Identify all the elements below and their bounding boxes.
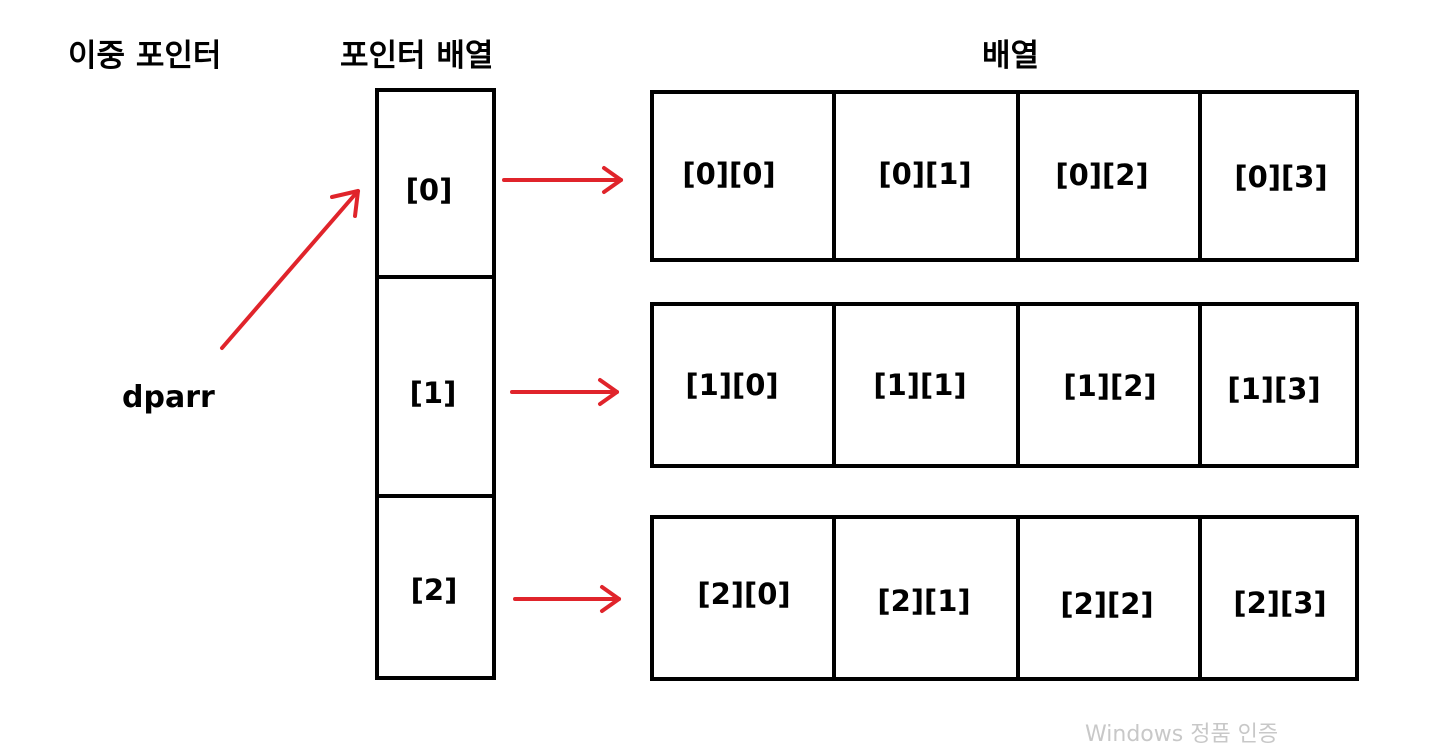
array-cell-2-1: [2][1] [877,584,971,618]
array-row-divider [832,90,836,262]
array-cell-2-2: [2][2] [1060,587,1154,621]
pointer-cell-2: [2] [410,573,458,607]
array-row-divider [1198,515,1202,681]
array-cell-1-1: [1][1] [873,368,967,402]
array-row-divider [1016,90,1020,262]
array-cell-1-2: [1][2] [1063,369,1157,403]
title-array: 배열 [982,38,1040,74]
pointer-array-box [375,88,496,680]
arrows-layer [220,166,623,613]
array-cell-0-2: [0][2] [1055,158,1149,192]
array-row-0 [650,90,1359,262]
pointer-array-divider [375,494,496,498]
watermark-text: Windows 정품 인증 [1085,722,1279,747]
arrow-dparr-to-pointer-array [220,189,360,350]
array-row-divider [1198,90,1202,262]
array-row-1 [650,302,1359,468]
arrow-row-2 [513,585,621,613]
array-cell-1-3: [1][3] [1227,372,1321,406]
array-cell-0-1: [0][1] [878,157,972,191]
array-row-divider [832,302,836,468]
arrow-row-1 [510,378,619,406]
array-row-divider [1016,515,1020,681]
array-cell-0-0: [0][0] [682,157,776,191]
arrow-row-0 [502,166,623,194]
pointer-array-divider [375,275,496,279]
array-row-2 [650,515,1359,681]
variable-dparr: dparr [122,380,215,415]
array-cell-1-0: [1][0] [685,368,779,402]
array-cell-2-3: [2][3] [1233,586,1327,620]
array-row-divider [1016,302,1020,468]
pointer-cell-1: [1] [409,376,457,410]
array-cell-2-0: [2][0] [697,577,791,611]
array-row-divider [832,515,836,681]
title-pointer-array: 포인터 배열 [340,38,494,74]
pointer-cell-0: [0] [405,173,453,207]
title-double-pointer: 이중 포인터 [68,38,222,74]
array-row-divider [1198,302,1202,468]
array-cell-0-3: [0][3] [1234,160,1328,194]
